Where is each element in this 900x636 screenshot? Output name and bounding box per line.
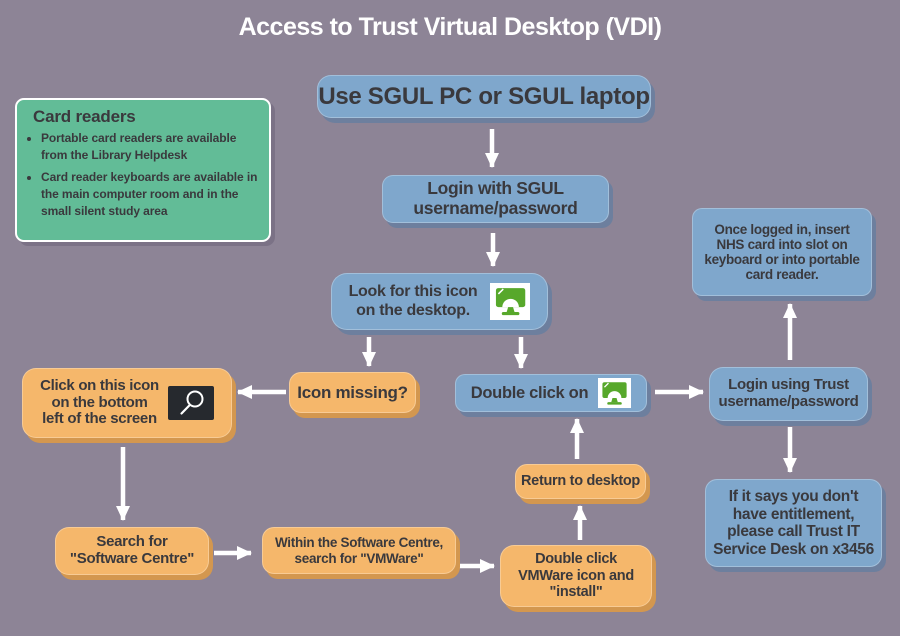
node-search-vmware: Within the Software Centre, search for "… <box>262 527 456 574</box>
node-insert-nhs-card: Once logged in, insert NHS card into slo… <box>692 208 872 296</box>
node-login-trust: Login using Trust username/password <box>709 367 868 421</box>
node-double-click-label: Double click on <box>470 383 589 402</box>
card-readers-note: Card readers Portable card readers are a… <box>15 98 271 242</box>
node-return-to-desktop: Return to desktop <box>515 464 646 499</box>
node-search-software-centre: Search for "Software Centre" <box>55 527 209 575</box>
search-icon <box>167 386 214 420</box>
page-title: Access to Trust Virtual Desktop (VDI) <box>238 13 662 41</box>
card-readers-bullet: Card reader keyboards are available in t… <box>41 169 265 220</box>
node-login-sgul: Login with SGUL username/password <box>382 175 609 223</box>
vdi-desktop-icon <box>490 283 531 320</box>
node-icon-missing: Icon missing? <box>289 372 416 413</box>
node-no-entitlement: If it says you don't have entitlement, p… <box>705 479 882 567</box>
node-click-search-icon-label: Click on this icon on the bottom left of… <box>40 376 159 428</box>
node-click-search-icon: Click on this icon on the bottom left of… <box>22 368 232 438</box>
node-double-click-vmware: Double click VMWare icon and "install" <box>500 545 652 607</box>
card-readers-list: Portable card readers are available from… <box>17 130 269 220</box>
node-double-click-icon: Double click on <box>455 374 647 412</box>
vdi-desktop-icon <box>598 378 632 408</box>
card-readers-bullet: Portable card readers are available from… <box>41 130 265 164</box>
card-readers-title: Card readers <box>33 107 136 126</box>
node-look-for-icon: Look for this icon on the desktop. <box>331 273 548 330</box>
node-use-sgul-pc: Use SGUL PC or SGUL laptop <box>317 75 651 118</box>
node-look-for-icon-label: Look for this icon on the desktop. <box>348 283 478 319</box>
